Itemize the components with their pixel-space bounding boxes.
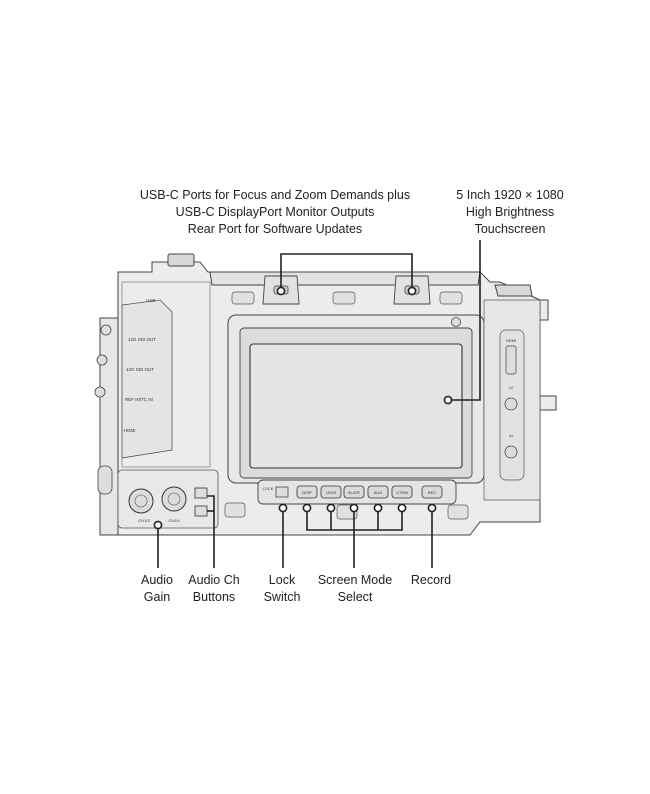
control-button-aud[interactable] [367, 485, 389, 499]
usb-port-dot-right [407, 286, 417, 296]
callout-audio-ch-buttons: Audio Ch Buttons [176, 572, 252, 606]
callout-dots [153, 286, 453, 530]
control-button-lens[interactable] [320, 485, 342, 499]
callout-usb-line-1: USB-C Ports for Focus and Zoom Demands p… [139, 188, 411, 202]
record-dot [427, 503, 437, 513]
callout-record-line-1: Record [410, 573, 452, 587]
lock-switch[interactable] [275, 486, 289, 498]
knob-ch1-label: CH1/3 [138, 518, 150, 523]
aud-dot [373, 503, 383, 513]
audio-ch-button-2[interactable] [194, 505, 208, 517]
touchscreen[interactable] [249, 343, 463, 469]
callout-screen-line-1: 5 Inch 1920 × 1080 [456, 188, 564, 202]
callout-lines [157, 240, 481, 568]
callout-screen-mode: Screen Mode Select [310, 572, 400, 606]
sdi-connector-b [96, 354, 108, 366]
lock-switch-dot [278, 503, 288, 513]
control-button-label-lens: LENS [326, 490, 337, 495]
right-hdmi-label: HDMI [506, 338, 516, 343]
side-port-panel: USB 12G SDI OUT 12G SDI OUT REF IN/TC IN… [94, 281, 211, 495]
control-button-label-disp: DISP [302, 490, 312, 495]
audio-section: CH1/3 CH2/4 [117, 469, 219, 529]
hdmi-port [505, 345, 517, 375]
right-top-label: 12 [509, 385, 514, 390]
usb-port-dot-left [276, 286, 286, 296]
control-button-label-rec: REC [428, 490, 437, 495]
callout-record: Record [396, 572, 466, 589]
right-bottom-label: AI [509, 433, 513, 438]
callout-touchscreen: 5 Inch 1920 × 1080 High Brightness Touch… [440, 187, 580, 238]
right-port-panel: HDMI 12 AI [483, 299, 541, 501]
control-button-rec[interactable] [421, 485, 443, 499]
control-button-ctrm[interactable] [391, 485, 413, 499]
audio-gain-knob-1[interactable] [128, 488, 154, 514]
callout-lock-line-2: Switch [263, 590, 301, 604]
lock-label: LOCK [263, 486, 274, 491]
callout-lock-switch: Lock Switch [248, 572, 316, 606]
knob-ch2-label: CH2/4 [168, 518, 180, 523]
top-mount-plates [231, 291, 463, 305]
touchscreen-dot [443, 395, 453, 405]
sdi-out-b-label: 12G SDI OUT [126, 367, 154, 372]
callout-chbtn-line-2: Buttons [192, 590, 236, 604]
control-button-slate[interactable] [343, 485, 365, 499]
callout-gain-line-1: Audio [141, 573, 173, 587]
control-button-label-slate: SLATE [348, 490, 361, 495]
control-button-label-ctrm: CTRM [396, 490, 408, 495]
audio-gain-knob-2[interactable] [161, 486, 187, 512]
right-connector-top [504, 397, 518, 411]
sdi-connector-a [100, 324, 112, 336]
callout-lock-line-1: Lock [268, 573, 296, 587]
lens-dot [326, 503, 336, 513]
sensor-icon [451, 317, 461, 327]
callout-chbtn-line-1: Audio Ch [188, 573, 240, 587]
callout-audio-gain: Audio Gain [118, 572, 196, 606]
control-button-bar: LOCK DISP LENS SLATE AUD CTRM REC [257, 479, 457, 505]
callout-usb-c-ports: USB-C Ports for Focus and Zoom Demands p… [120, 187, 430, 238]
audio-gain-dot [153, 520, 163, 530]
bottom-plates [224, 502, 469, 520]
ref-tc-in-label: REF IN/TC IN [125, 397, 153, 402]
callout-gain-line-2: Gain [143, 590, 171, 604]
touchscreen-assembly [227, 314, 485, 484]
ref-connector [94, 386, 106, 398]
callout-usb-line-2: USB-C DisplayPort Monitor Outputs [175, 205, 375, 219]
control-button-disp[interactable] [296, 485, 318, 499]
ctrm-dot [397, 503, 407, 513]
hdmi-side-label: HDMI [124, 428, 136, 433]
audio-ch-button-1[interactable] [194, 487, 208, 499]
right-connector-bottom [504, 445, 518, 459]
slate-dot [349, 503, 359, 513]
callout-screen-line-2: High Brightness [465, 205, 555, 219]
callout-mode-line-2: Select [337, 590, 373, 604]
callout-screen-line-3: Touchscreen [474, 222, 546, 236]
disp-dot [302, 503, 312, 513]
control-button-label-aud: AUD [374, 490, 383, 495]
sdi-out-a-label: 12G SDI OUT [128, 337, 156, 342]
callout-mode-line-1: Screen Mode [317, 573, 393, 587]
usb-port-label: USB [146, 298, 155, 303]
callout-usb-line-3: Rear Port for Software Updates [187, 222, 363, 236]
